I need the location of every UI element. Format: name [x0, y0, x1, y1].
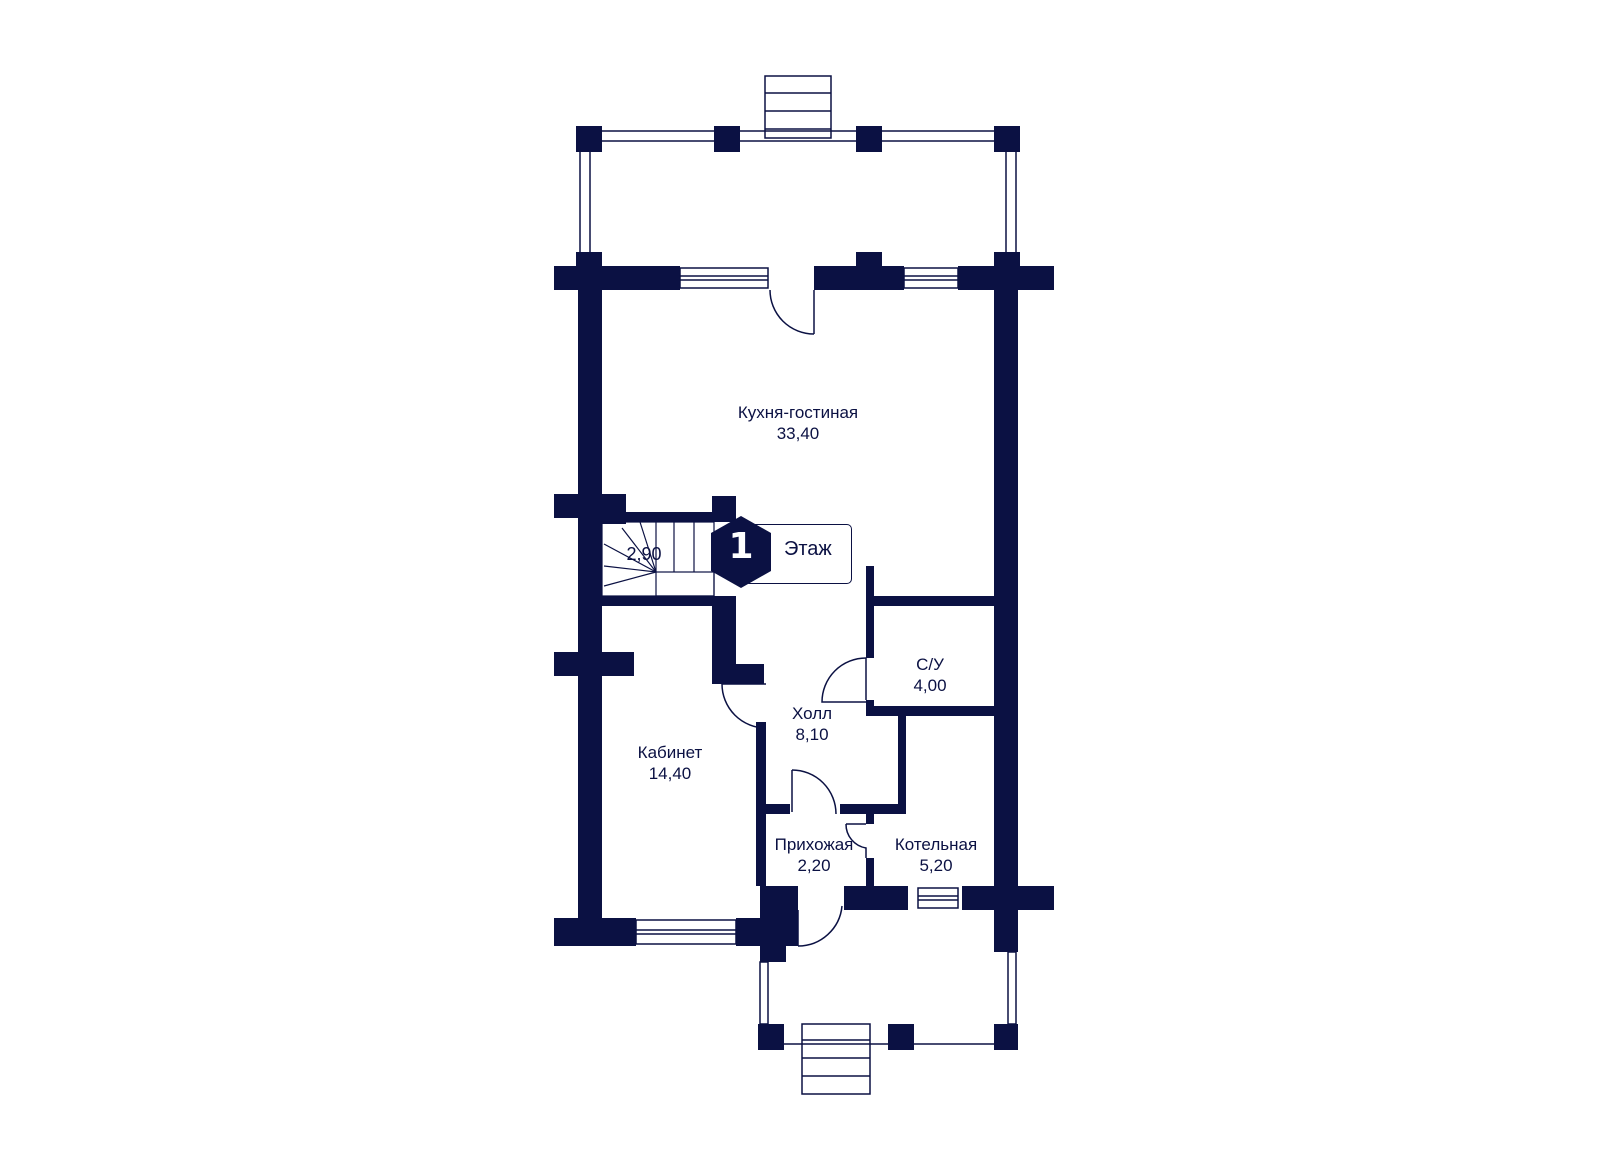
room-kitchen-living: Кухня-гостиная 33,40	[738, 402, 858, 444]
room-hall: Холл 8,10	[792, 703, 832, 745]
room-wc-name: С/У	[916, 655, 944, 674]
room-entry-name: Прихожая	[774, 835, 854, 854]
room-wc: С/У 4,00	[913, 654, 946, 696]
door-top	[769, 289, 815, 335]
room-study-area: 14,40	[648, 764, 692, 783]
floor-number: 1	[728, 526, 754, 567]
windows	[635, 267, 959, 945]
room-boiler-name: Котельная	[894, 835, 978, 854]
terrace-top-columns	[576, 126, 1020, 152]
interior-doors	[721, 657, 867, 947]
room-boiler: Котельная 5,20	[895, 834, 977, 876]
room-kitchen-area: 33,40	[776, 424, 820, 443]
room-entry-area: 2,20	[797, 856, 831, 875]
floor-label: Этаж	[784, 538, 832, 560]
room-entry: Прихожая 2,20	[775, 834, 854, 876]
room-hall-area: 8,10	[795, 725, 829, 744]
room-study: Кабинет 14,40	[638, 742, 703, 784]
interior-walls	[756, 566, 996, 888]
terrace-bottom	[759, 951, 1017, 1095]
room-hall-name: Холл	[791, 704, 833, 723]
stairs-area: 2,90	[626, 544, 662, 564]
stairs	[578, 496, 764, 684]
terrace-bottom-columns	[758, 908, 1018, 1050]
room-study-name: Кабинет	[637, 743, 703, 762]
floor-badge: 1 Этаж	[708, 514, 854, 588]
room-wc-area: 4,00	[913, 676, 947, 695]
room-kitchen-name: Кухня-гостиная	[737, 403, 859, 422]
room-boiler-area: 5,20	[919, 856, 953, 875]
terrace-top	[579, 75, 1017, 259]
hexagon-icon	[711, 516, 771, 588]
